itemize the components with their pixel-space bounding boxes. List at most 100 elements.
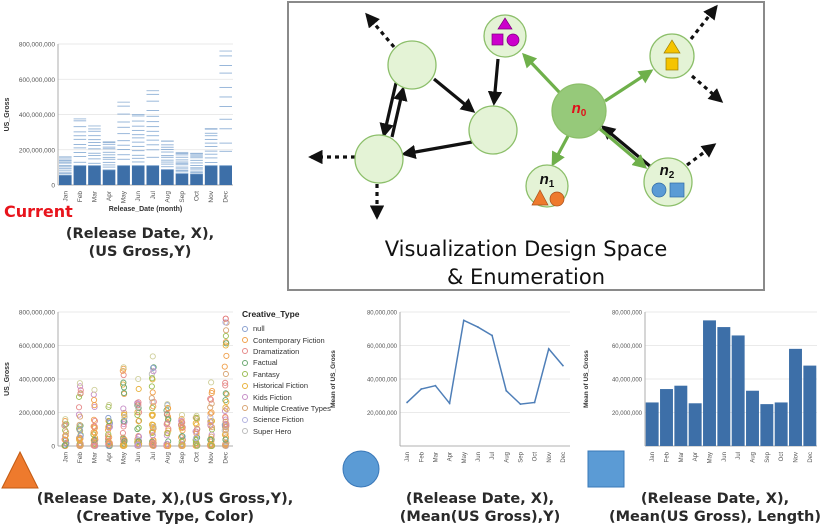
bar-base (204, 165, 218, 185)
green-arrow (522, 52, 562, 95)
x-tick-label: Nov (208, 451, 215, 463)
scatter-point (223, 327, 230, 334)
caption-line-line-1: (Release Date, X), (405, 491, 555, 507)
scatter-point (121, 442, 128, 449)
scatter-point (63, 440, 70, 447)
scatter-point (76, 413, 84, 420)
x-tick-label: Jun (135, 452, 142, 463)
scatter-point (63, 429, 70, 436)
line-point (434, 384, 437, 387)
x-tick-label: Mar (433, 452, 439, 462)
scatter-point (77, 390, 84, 397)
scatter-point (105, 414, 112, 422)
scatter-point (135, 418, 142, 425)
scatter-point (149, 399, 156, 406)
square-icon (669, 182, 685, 198)
bar (688, 403, 702, 446)
scatter-point (120, 384, 128, 391)
y-tick-label: 20,000,000 (612, 411, 643, 417)
scatter-point (148, 428, 156, 436)
scatter-point (75, 404, 83, 411)
scatter-point (222, 430, 229, 437)
bar (803, 365, 817, 446)
scatter-point (192, 434, 200, 442)
legend-item: Fantasy (242, 369, 352, 380)
scatter-point (221, 407, 229, 414)
x-tick-label: Oct (194, 452, 201, 462)
scatter-point (135, 402, 142, 409)
scatter-point (148, 383, 155, 390)
bar (774, 402, 788, 446)
scatter-point (222, 427, 229, 434)
caption-scatter-line-2: (Creative Type, Color) (76, 509, 254, 525)
circle-icon (342, 450, 380, 488)
scatter-point (90, 442, 98, 449)
scatter-point (222, 436, 229, 443)
scatter-point (192, 439, 199, 446)
scatter-point (194, 425, 201, 432)
scatter-point (135, 399, 142, 406)
scatter-point (134, 425, 141, 433)
y-axis-title: Mean of US_Gross (330, 350, 337, 408)
dashed-arrow (689, 4, 718, 40)
x-tick-label: Aug (164, 452, 171, 464)
scatter-point (105, 431, 112, 438)
triangle-icon (497, 17, 513, 30)
scatter-point (77, 435, 84, 442)
scatter-point (150, 421, 157, 429)
x-tick-label: Nov (208, 190, 215, 202)
scatter-point (177, 421, 185, 428)
scatter-point (121, 438, 128, 445)
scatter-point (179, 433, 186, 440)
scatter-point (76, 442, 83, 449)
scatter-point (91, 434, 99, 441)
n1-label-letter: n (540, 171, 549, 188)
legend-item: Dramatization (242, 346, 352, 357)
bar-base (175, 173, 189, 185)
scatter-point (135, 438, 142, 445)
x-tick-label: Jan (405, 452, 411, 462)
legend-swatch (242, 394, 248, 401)
x-tick-label: Dec (561, 452, 567, 463)
scatter-point (150, 403, 157, 410)
y-tick-label: 800,000,000 (19, 42, 56, 49)
bar-base (146, 165, 160, 185)
scatter-point-max (149, 353, 156, 360)
scatter-point-max (91, 386, 98, 393)
y-tick-label: 200,000,000 (19, 410, 56, 417)
caption-current: (Release Date, X), (US Gross,Y) (40, 225, 240, 261)
scatter-point (90, 416, 97, 423)
line-point (533, 401, 536, 404)
scatter-point (76, 436, 83, 444)
scatter-point (222, 439, 230, 446)
scatter-point (149, 439, 156, 446)
x-tick-label: May (708, 452, 714, 463)
y-axis-title: Mean of US_Gross (583, 350, 590, 408)
scatter-point (121, 411, 128, 418)
scatter-point (208, 409, 215, 416)
n1-label-subscript: 1 (549, 179, 555, 190)
scatter-point (149, 389, 156, 396)
bar (746, 390, 759, 446)
scatter-point (222, 379, 229, 386)
y-tick-label: 80,000,000 (367, 311, 398, 317)
n2-label-letter: n (660, 162, 669, 179)
graph-node (483, 14, 527, 58)
scatter-point (61, 422, 68, 429)
x-tick-label: Jan (650, 452, 656, 462)
x-axis-title: Release_Date (month) (109, 206, 183, 213)
scatter-point (149, 412, 156, 419)
legend-label: Factual (253, 358, 278, 368)
scatter-point (105, 423, 112, 431)
caption-scatter: (Release Date, X),(US Gross,Y), (Creativ… (30, 490, 300, 526)
scatter-point (178, 418, 185, 425)
x-tick-label: Dec (223, 451, 230, 463)
scatter-point (222, 382, 229, 389)
scatter-point (207, 418, 214, 425)
x-tick-label: Feb (77, 452, 84, 464)
legend-item: Science Fiction (242, 414, 352, 425)
legend-label: Science Fiction (253, 415, 304, 425)
x-tick-label: May (121, 451, 128, 464)
bar (789, 348, 802, 446)
